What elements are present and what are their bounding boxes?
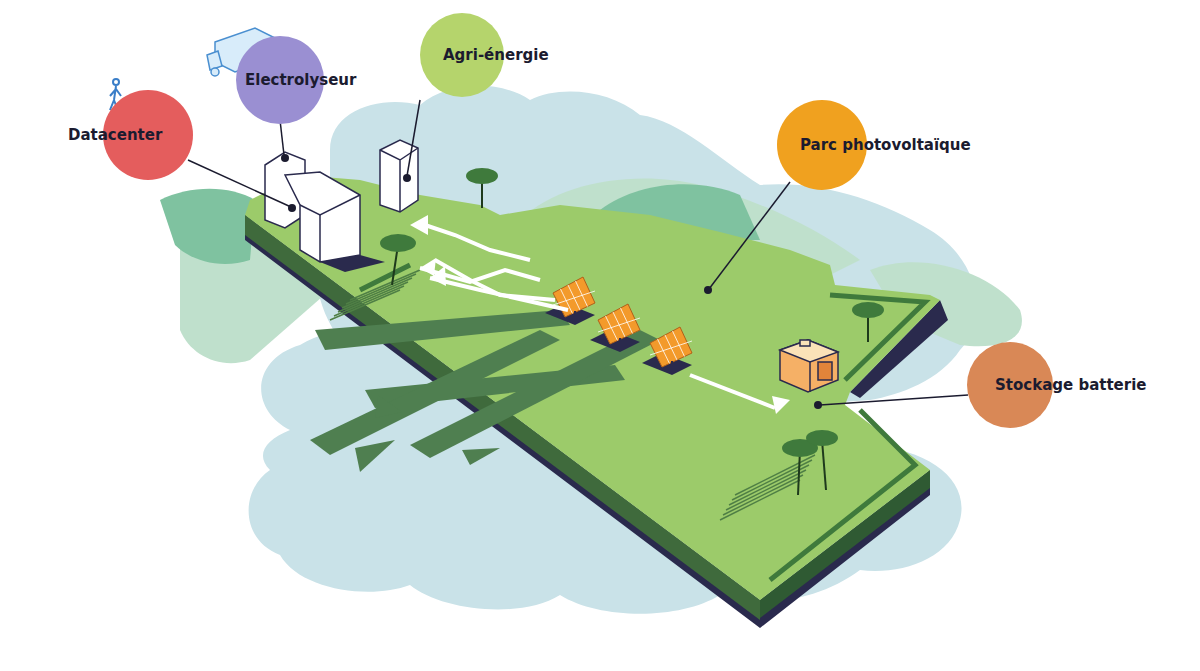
building-shadow <box>320 255 385 272</box>
label-circle: Electrolyseur <box>236 36 356 124</box>
tree <box>380 168 884 495</box>
arrowhead <box>410 215 790 414</box>
field-border <box>770 410 915 580</box>
energy-arrow <box>425 225 530 260</box>
node-label: Parc photovoltaïque <box>800 136 971 154</box>
hill <box>160 189 255 264</box>
field-border <box>830 295 925 380</box>
label-circle: Parc photovoltaïque <box>777 100 971 190</box>
solar-panel <box>545 277 692 375</box>
node-label: Stockage batterie <box>995 376 1147 394</box>
energy-arrow <box>420 260 775 408</box>
label-circle: Stockage batterie <box>967 342 1147 428</box>
label-circle: Agri-énergie <box>420 13 549 97</box>
label-circle: Datacenter <box>68 90 193 180</box>
battery-storage <box>780 340 838 392</box>
leader-dot <box>281 154 822 409</box>
node-label: Electrolyseur <box>245 71 356 89</box>
building <box>265 140 418 262</box>
field-rows <box>330 270 815 520</box>
node-label: Agri-énergie <box>443 46 549 64</box>
node-label: Datacenter <box>68 126 162 144</box>
